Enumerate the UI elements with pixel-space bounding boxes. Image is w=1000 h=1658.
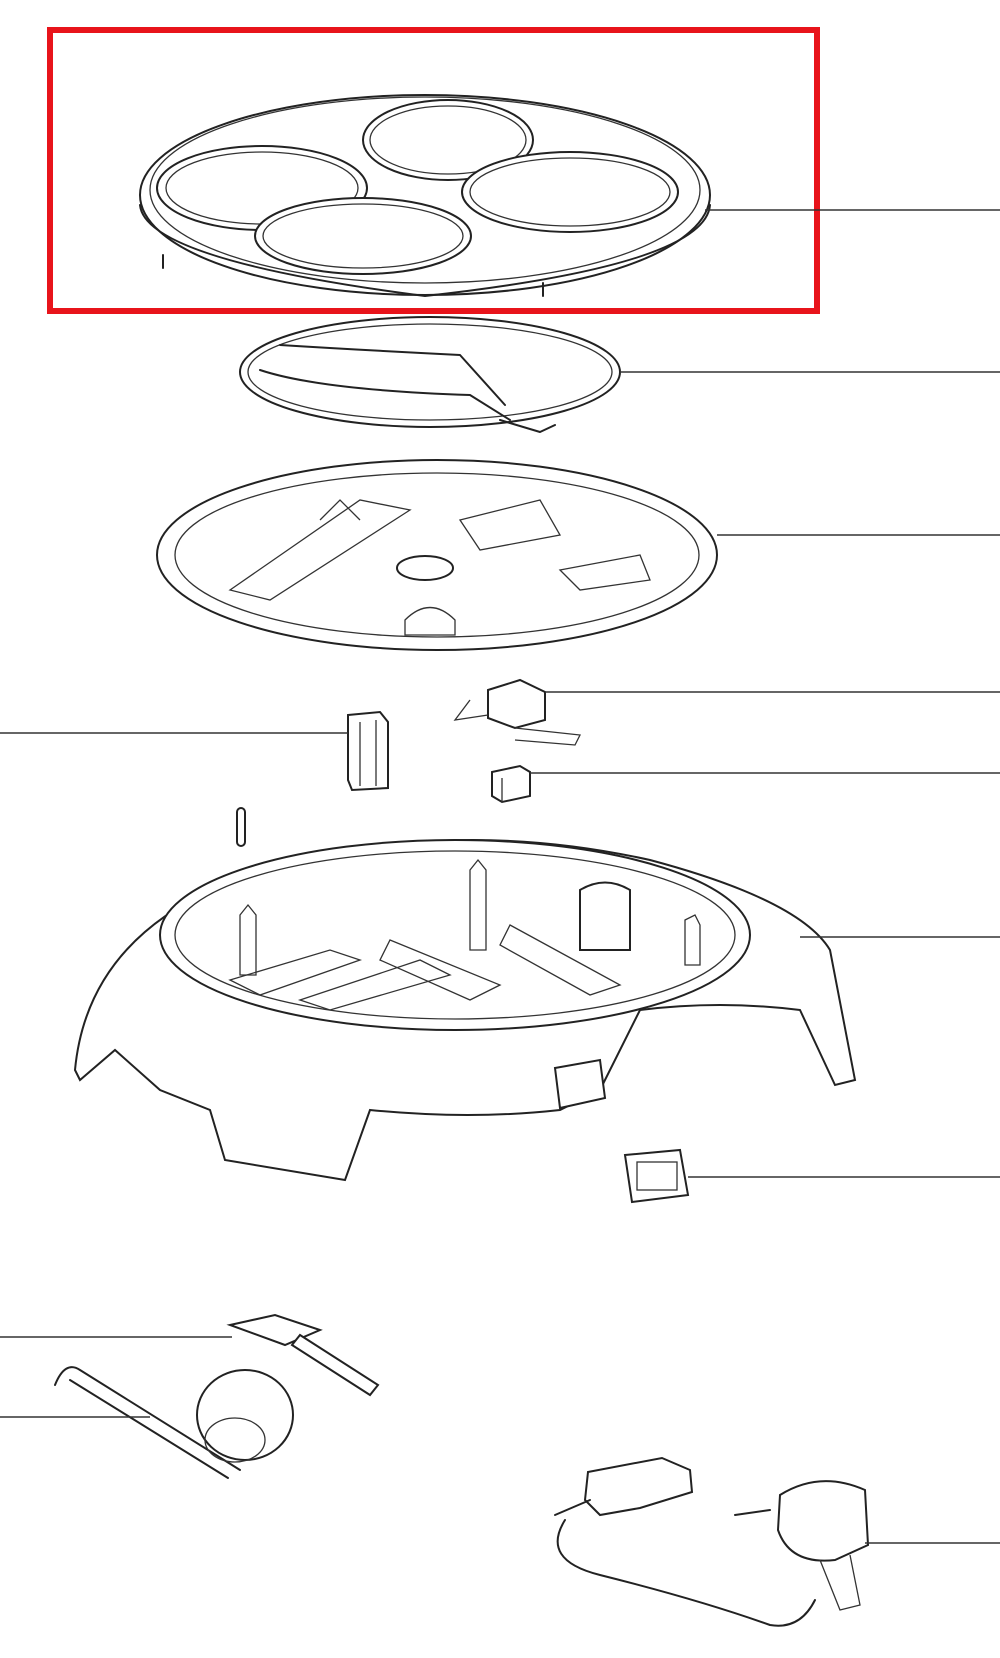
base-housing-part[interactable] bbox=[73, 839, 857, 1182]
thermostat-clip-part[interactable] bbox=[453, 678, 581, 746]
power-cord-part[interactable] bbox=[554, 1456, 870, 1627]
spatula-part[interactable] bbox=[226, 1313, 380, 1397]
batter-spreader-part[interactable] bbox=[54, 1366, 294, 1479]
reflector-tray-part[interactable] bbox=[156, 459, 718, 651]
crepe-plate-part[interactable] bbox=[139, 94, 711, 297]
highlight-box bbox=[47, 27, 820, 314]
heating-element-part[interactable] bbox=[239, 316, 621, 433]
bracket-part[interactable] bbox=[347, 710, 389, 792]
terminal-block-part[interactable] bbox=[491, 764, 531, 804]
switch-part[interactable] bbox=[623, 1148, 690, 1204]
pin-part[interactable] bbox=[236, 807, 246, 847]
